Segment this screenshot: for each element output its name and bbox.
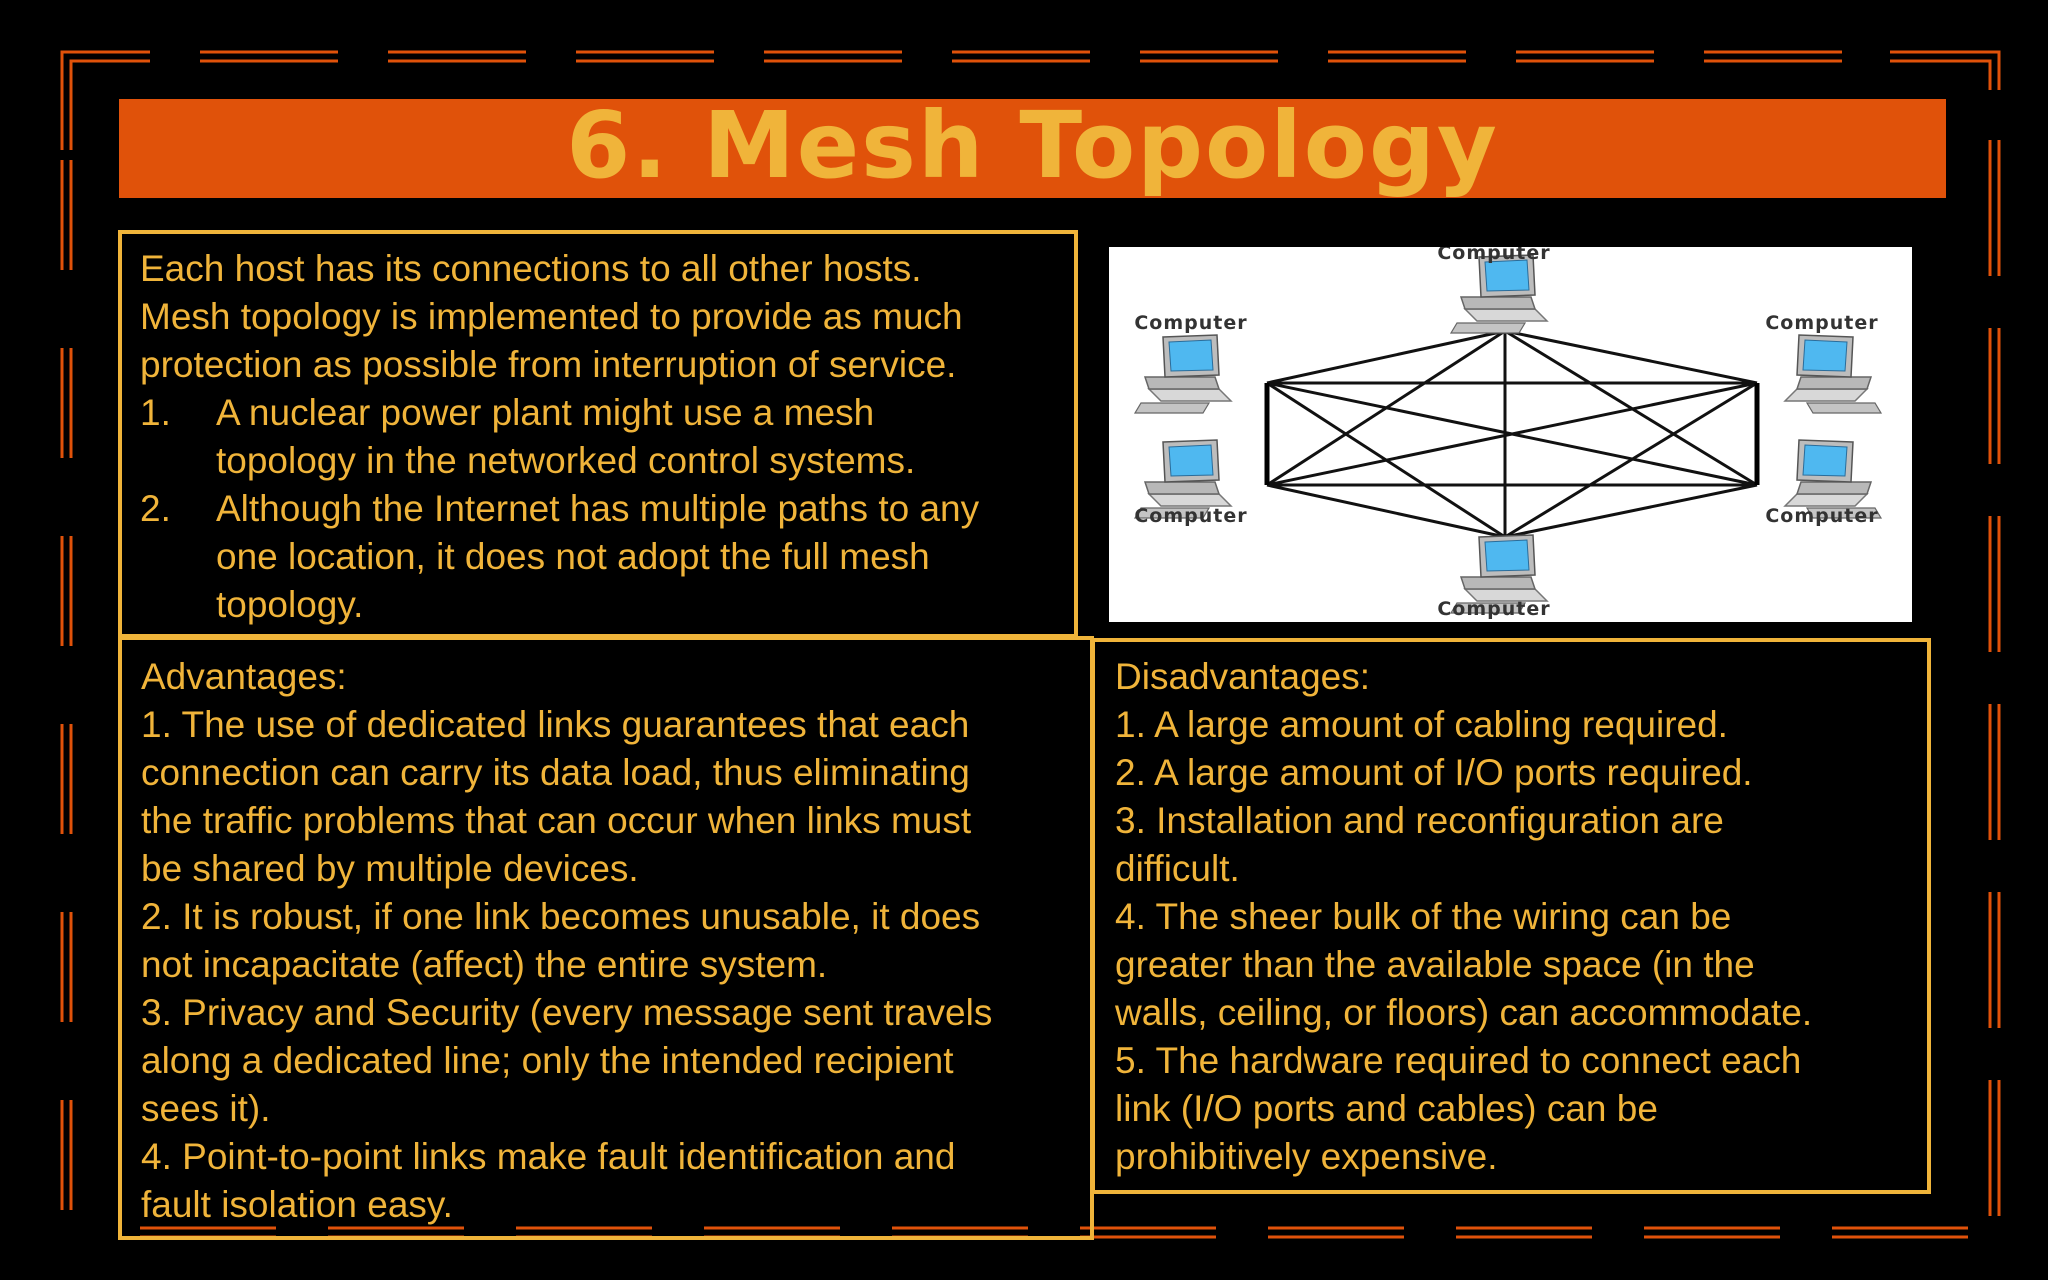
disadvantages-box: Disadvantages: 1. A large amount of cabl…: [1091, 638, 1931, 1194]
disadvantage-line: 4. The sheer bulk of the wiring can be: [1115, 896, 1732, 937]
computer-label: Computer: [1437, 247, 1550, 264]
disadvantage-line: 3. Installation and reconfiguration are: [1115, 800, 1724, 841]
advantage-line: 1. The use of dedicated links guarantees…: [141, 704, 970, 745]
mesh-link: [1504, 381, 1758, 539]
advantage-line: 2. It is robust, if one link becomes unu…: [141, 896, 981, 937]
mesh-link: [1266, 483, 1506, 539]
disadvantage-line: 2. A large amount of I/O ports required.: [1115, 752, 1753, 793]
frame-corner: [1890, 50, 2001, 90]
disadvantage-line: prohibitively expensive.: [1115, 1136, 1498, 1177]
disadvantage-line: greater than the available space (in the: [1115, 944, 1755, 985]
intro-list-item: 2. Although the Internet has multiple pa…: [140, 485, 1056, 629]
intro-list-item: 1. A nuclear power plant might use a mes…: [140, 389, 1056, 485]
disadvantages-heading: Disadvantages:: [1115, 656, 1371, 697]
disadvantage-line: walls, ceiling, or floors) can accommoda…: [1115, 992, 1813, 1033]
mesh-diagram-svg: ComputerComputerComputerComputerComputer…: [1133, 247, 1883, 620]
slide-title: 6. Mesh Topology: [566, 91, 1499, 199]
list-item-text: Although the Internet has multiple paths…: [216, 488, 980, 529]
title-banner: 6. Mesh Topology: [119, 99, 1946, 198]
advantage-line: along a dedicated line; only the intende…: [141, 1040, 954, 1081]
mesh-link: [1266, 381, 1758, 487]
advantage-line: 3. Privacy and Security (every message s…: [141, 992, 993, 1033]
computer-label: Computer: [1134, 312, 1247, 334]
list-item-text: topology in the networked control system…: [216, 440, 916, 481]
computer-label: Computer: [1765, 505, 1878, 527]
computer-icon: [1133, 439, 1233, 519]
advantage-line: the traffic problems that can occur when…: [141, 800, 972, 841]
disadvantage-line: 1. A large amount of cabling required.: [1115, 704, 1728, 745]
frame-corner: [60, 50, 150, 150]
mesh-link: [1504, 483, 1758, 539]
advantages-heading: Advantages:: [141, 656, 347, 697]
advantage-line: sees it).: [141, 1088, 271, 1129]
list-number: 1.: [140, 392, 171, 433]
computer-label: Computer: [1134, 505, 1247, 527]
advantage-line: be shared by multiple devices.: [141, 848, 639, 889]
computer-icon: [1133, 334, 1233, 414]
intro-line: Each host has its connections to all oth…: [140, 248, 922, 289]
list-number: 2.: [140, 488, 171, 529]
intro-text-box: Each host has its connections to all oth…: [118, 230, 1078, 638]
computer-icon: [1449, 254, 1549, 334]
mesh-link: [1504, 329, 1758, 385]
list-item-text: one location, it does not adopt the full…: [216, 536, 930, 577]
intro-line: Mesh topology is implemented to provide …: [140, 296, 963, 337]
frame-corner: [1890, 59, 1992, 90]
disadvantage-line: difficult.: [1115, 848, 1240, 889]
computer-icon: [1449, 534, 1549, 614]
advantage-line: 4. Point-to-point links make fault ident…: [141, 1136, 956, 1177]
mesh-link: [1266, 329, 1506, 385]
computer-icon: [1783, 334, 1883, 414]
frame-corner: [69, 59, 150, 150]
advantages-box: Advantages: 1. The use of dedicated link…: [118, 636, 1094, 1240]
intro-line: protection as possible from interruption…: [140, 344, 957, 385]
computer-icon: [1783, 439, 1883, 519]
disadvantage-line: link (I/O ports and cables) can be: [1115, 1088, 1658, 1129]
computer-label: Computer: [1437, 598, 1550, 620]
list-item-text: topology.: [216, 584, 364, 625]
disadvantage-line: 5. The hardware required to connect each: [1115, 1040, 1802, 1081]
advantage-line: fault isolation easy.: [141, 1184, 453, 1225]
advantage-line: connection can carry its data load, thus…: [141, 752, 970, 793]
list-item-text: A nuclear power plant might use a mesh: [216, 392, 875, 433]
computer-label: Computer: [1765, 312, 1878, 334]
advantage-line: not incapacitate (affect) the entire sys…: [141, 944, 828, 985]
